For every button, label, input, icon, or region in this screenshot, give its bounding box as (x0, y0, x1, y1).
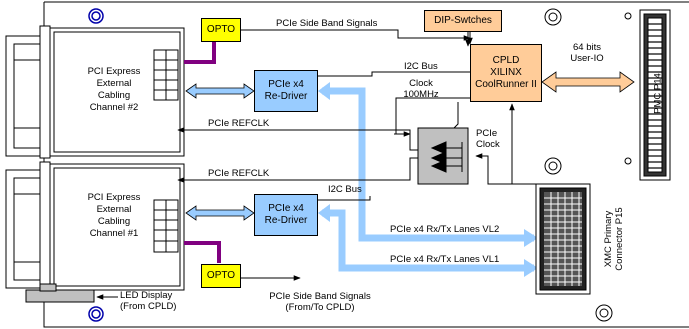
refclk-bottom-label: PCIe REFCLK (208, 168, 270, 179)
mounting-hole-mid-right (544, 157, 562, 175)
sideband-top-line (241, 29, 471, 41)
opto-top-block: OPTO (201, 18, 241, 42)
cpld-block: CPLD XILINX CoolRunner II (470, 44, 542, 102)
opto-top-link (184, 42, 216, 64)
i2c-top-label: I2C Bus (404, 61, 438, 72)
connector-channel-2 (5, 25, 185, 159)
sideband-top-label: PCIe Side Band Signals (276, 18, 378, 29)
channel-2-line1: PCI Express (87, 66, 141, 77)
arrow-ch1-redriver (185, 205, 255, 221)
user-io-line2: User-IO (570, 53, 604, 64)
opto-bottom-block: OPTO (201, 264, 241, 288)
via-top-right (624, 12, 632, 20)
refclk-top-line (177, 127, 418, 151)
led-display (25, 289, 95, 303)
channel-2-line4: Channel #2 (89, 102, 139, 113)
channel-1-label: PCI Express External Cabling Channel #1 (74, 192, 154, 240)
channel-1-line1: PCI Express (87, 192, 141, 203)
lanes-vl2-label: PCIe x4 Rx/Tx Lanes VL2 (390, 224, 500, 235)
clock-line1-label: Clock (409, 78, 433, 89)
sideband-bottom-label: PCIe Side Band Signals (From/To CPLD) (260, 291, 380, 313)
opto-bottom-link (184, 241, 221, 263)
channel-1-line3: Cabling (97, 216, 131, 227)
redriver-bottom-line2: Re-Driver (264, 215, 308, 226)
xmc-line1: XMC Primary (603, 210, 614, 268)
refclk-bottom-line (177, 157, 418, 183)
lanes-vl2-path (322, 87, 534, 242)
clock-buffer (417, 127, 469, 185)
led-line1-label: LED Display (120, 290, 173, 301)
arrow-ch2-redriver (185, 83, 255, 99)
mounting-hole-top-left (88, 8, 104, 24)
channel-2-line3: Cabling (97, 90, 131, 101)
via-right (624, 157, 632, 165)
channel-1-line2: External (96, 204, 132, 215)
mounting-hole-bottom-right (595, 304, 613, 322)
channel-2-line2: External (96, 78, 132, 89)
cpld-to-clock-line (451, 102, 459, 131)
dip-switches-label: DIP-Swtches (434, 15, 492, 26)
pcie-clock-line1-label: PCIe (476, 128, 498, 139)
clock-label: Clock 100MHz (398, 78, 444, 100)
redriver-top-line2: Re-Driver (264, 91, 308, 102)
lanes-vl1-path (322, 209, 534, 272)
redriver-top-block: PCIe x4 Re-Driver (254, 70, 318, 112)
pmc-label: PMC P14 (652, 73, 664, 114)
cpld-line3: CoolRunner II (475, 79, 537, 90)
user-io-line1: 64 bits (573, 42, 601, 53)
user-io-arrow (541, 71, 635, 93)
pcie-clock-line (475, 153, 540, 185)
sideband-bottom-line2-label: (From/To CPLD) (285, 302, 355, 313)
opto-top-label: OPTO (206, 24, 236, 35)
redriver-bottom-line1: PCIe x4 (268, 203, 304, 214)
cpld-line2: XILINX (490, 67, 522, 78)
clock-line2-label: 100MHz (403, 89, 439, 100)
redriver-top-line1: PCIe x4 (268, 79, 304, 90)
redriver-bottom-block: PCIe x4 Re-Driver (254, 194, 318, 236)
led-display-label: LED Display (From CPLD) (120, 290, 176, 312)
opto-bottom-label: OPTO (206, 270, 236, 281)
mounting-hole-top-mid (544, 8, 562, 26)
dip-switches-block: DIP-Swtches (424, 10, 502, 32)
lanes-vl1-label: PCIe x4 Rx/Tx Lanes VL1 (390, 254, 500, 265)
pcie-clock-line2-label: Clock (476, 139, 500, 150)
i2c-bottom-label: I2C Bus (328, 184, 362, 195)
xmc-line2: Connector P15 (614, 207, 625, 271)
pcie-clock-label: PCIe Clock (476, 128, 500, 150)
xmc-label: XMC Primary Connector P15 (603, 199, 625, 279)
sideband-bottom-line1-label: PCIe Side Band Signals (269, 291, 371, 302)
refclk-top-label: PCIe REFCLK (208, 118, 270, 129)
mounting-hole-bottom-left (88, 306, 104, 322)
channel-2-label: PCI Express External Cabling Channel #2 (74, 66, 154, 114)
cpld-line1: CPLD (492, 55, 520, 66)
connector-channel-1 (5, 161, 185, 291)
led-line2-label: (From CPLD) (120, 301, 177, 312)
channel-1-line4: Channel #1 (89, 228, 139, 239)
xmc-connector (535, 183, 591, 295)
i2c-bottom-line (309, 196, 371, 203)
pmc-connector (639, 9, 671, 181)
i2c-top-line (309, 71, 470, 79)
clock-line (395, 97, 470, 137)
user-io-label: 64 bits User-IO (562, 42, 612, 64)
